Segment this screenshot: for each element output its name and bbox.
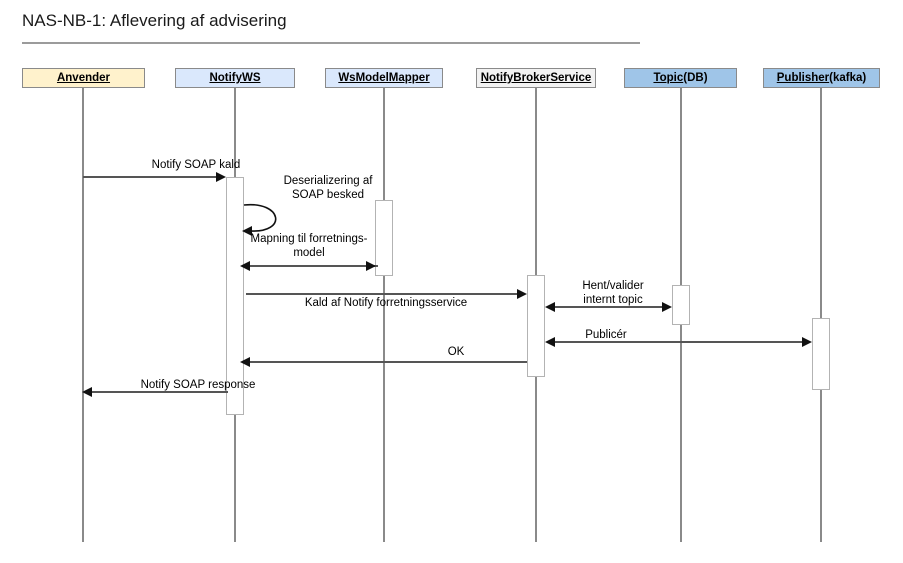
lifeline-publisher <box>820 88 822 542</box>
message-line-notify-soap-response <box>92 391 228 393</box>
message-arrowhead-ok <box>240 357 250 367</box>
participant-anvender-label: Anvender <box>56 72 111 84</box>
participant-publisher[interactable]: Publisher (kafka) <box>763 68 880 88</box>
lifeline-wsmodelmapper <box>383 88 385 542</box>
message-line-notify-soap-kald <box>83 176 217 178</box>
participant-topic-label: Topic <box>653 72 684 84</box>
message-line-hent-valider <box>555 306 665 308</box>
message-arrowhead-publicer-left <box>545 337 555 347</box>
title-divider <box>22 42 640 44</box>
participant-topic-suffix: (DB) <box>683 72 708 84</box>
activation-wsmodelmapper <box>375 200 393 276</box>
message-label-hent-valider-line1: Hent/valider <box>582 280 644 292</box>
message-arrowhead-kald-forretningsservice <box>517 289 527 299</box>
message-arrowhead-mapning-right <box>366 261 376 271</box>
activation-notifyws <box>226 177 244 415</box>
message-line-mapning <box>250 265 378 267</box>
activation-topic <box>672 285 690 325</box>
message-label-deserializering-line1: Deserializering af <box>283 175 373 187</box>
self-message-loop-deserializering <box>242 203 277 236</box>
message-arrowhead-notify-soap-kald <box>216 172 226 182</box>
participant-wsmodelmapper[interactable]: WsModelMapper <box>325 68 443 88</box>
message-label-deserializering-line2: SOAP besked <box>291 189 365 201</box>
participant-notifyws[interactable]: NotifyWS <box>175 68 295 88</box>
message-label-deserializering: Deserializering af SOAP besked <box>248 174 408 202</box>
message-arrowhead-notify-soap-response <box>82 387 92 397</box>
message-arrowhead-mapning-left <box>240 261 250 271</box>
participant-notifybrokerservice-label: NotifyBrokerService <box>480 72 592 84</box>
message-label-publicer: Publicér <box>585 329 627 341</box>
message-arrowhead-hent-valider-left <box>545 302 555 312</box>
participant-anvender[interactable]: Anvender <box>22 68 145 88</box>
message-label-hent-valider-line2: internt topic <box>583 294 643 306</box>
message-label-notify-soap-kald: Notify SOAP kald <box>151 159 241 171</box>
message-arrowhead-publicer-right <box>802 337 812 347</box>
participant-publisher-label: Publisher <box>776 72 830 84</box>
message-line-ok <box>250 361 527 363</box>
participant-notifybrokerservice[interactable]: NotifyBrokerService <box>476 68 596 88</box>
participant-topic[interactable]: Topic(DB) <box>624 68 737 88</box>
message-arrowhead-hent-valider-right <box>662 302 672 312</box>
message-line-kald-forretningsservice <box>246 293 518 295</box>
message-label-kald-forretningsservice: Kald af Notify forretningsservice <box>304 297 468 309</box>
message-label-ok: OK <box>447 346 465 358</box>
activation-publisher <box>812 318 830 390</box>
message-label-notify-soap-response: Notify SOAP response <box>140 379 256 391</box>
message-line-publicer <box>555 341 805 343</box>
page-title: NAS-NB-1: Aflevering af advisering <box>22 11 287 30</box>
participant-wsmodelmapper-label: WsModelMapper <box>338 72 430 84</box>
message-label-mapning-line2: model <box>293 247 325 259</box>
message-label-hent-valider: Hent/valider internt topic <box>553 279 673 307</box>
lifeline-anvender <box>82 88 84 542</box>
participant-notifyws-label: NotifyWS <box>209 72 261 84</box>
participant-publisher-suffix: (kafka) <box>829 72 867 84</box>
message-label-mapning: Mapning til forretnings- model <box>234 232 384 260</box>
message-label-mapning-line1: Mapning til forretnings- <box>250 233 368 245</box>
activation-notifybrokerservice <box>527 275 545 377</box>
